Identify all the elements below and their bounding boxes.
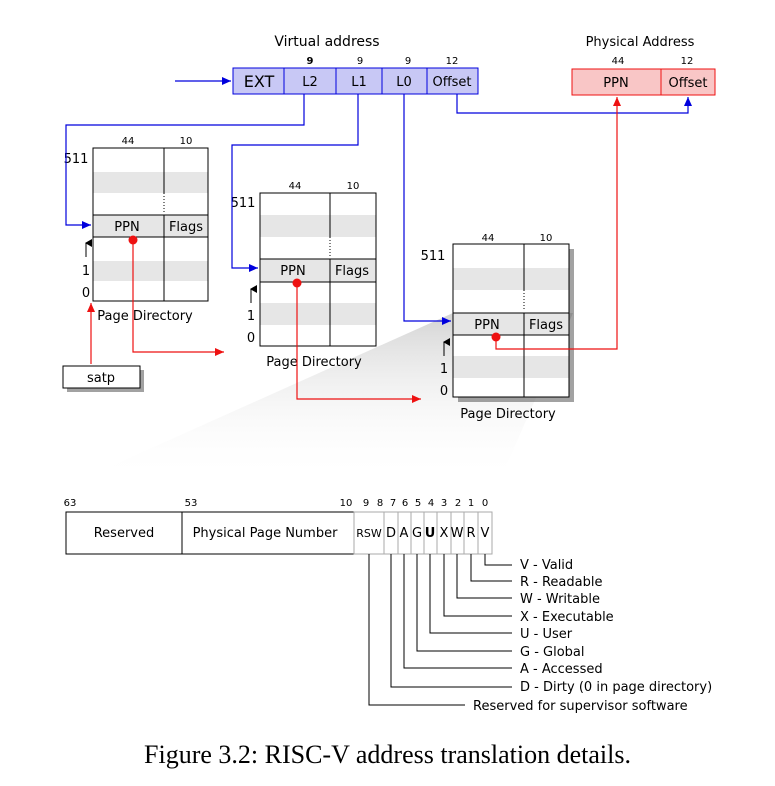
pte-field-reserved: Reserved xyxy=(94,526,155,541)
pd1-row-511: 511 xyxy=(64,152,89,167)
figure-caption: Figure 3.2: RISC-V address translation d… xyxy=(144,740,631,769)
pd3-row-1: 1 xyxy=(440,362,448,377)
pte-field-x: X xyxy=(440,526,449,541)
pd3-bits-ppn: 44 xyxy=(482,233,495,244)
pd3-ppn-dot xyxy=(491,332,501,342)
pd2-ppn-to-pd3-arrow xyxy=(296,283,421,403)
pte-field-g: G xyxy=(412,526,422,541)
satp-register: satp xyxy=(62,365,144,392)
pd1-caption: Page Directory xyxy=(97,309,193,324)
pa-field-ppn: PPN xyxy=(603,76,628,91)
satp-label: satp xyxy=(87,371,115,386)
legend-readable: R - Readable xyxy=(520,575,602,590)
pte-field-rsw: RSW xyxy=(356,527,382,540)
pd2-bits-ppn: 44 xyxy=(289,181,302,192)
svg-text:1: 1 xyxy=(468,498,474,509)
virtual-address-title: Virtual address xyxy=(274,34,379,50)
svg-text:4: 4 xyxy=(428,498,434,509)
pd3-flags-label: Flags xyxy=(529,318,563,333)
pd3-ppn-label: PPN xyxy=(474,318,499,333)
legend-rsw: Reserved for supervisor software xyxy=(473,699,688,714)
va-field-l1: L1 xyxy=(351,75,367,90)
offset-copy-arrow xyxy=(456,94,692,114)
pd1-flags-label: Flags xyxy=(169,220,203,235)
pa-field-offset: Offset xyxy=(668,76,707,91)
pd2-ppn-label: PPN xyxy=(280,264,305,279)
pd2-flags-label: Flags xyxy=(335,264,369,279)
pd1-bits-ppn: 44 xyxy=(122,136,135,147)
va-bits-l0: 9 xyxy=(405,56,411,67)
pd2-bits-flags: 10 xyxy=(347,181,360,192)
page-directory-3: 44 10 PPN Flags 511 1 0 Page Directory xyxy=(421,233,574,422)
pd1-row-0: 0 xyxy=(82,286,90,301)
pd1-ppn-to-pd2-arrow xyxy=(132,240,224,356)
pte-field-ppn: Physical Page Number xyxy=(193,526,338,541)
pa-bits-offset: 12 xyxy=(681,56,694,67)
pd3-bits-flags: 10 xyxy=(540,233,553,244)
va-field-l2: L2 xyxy=(302,75,318,90)
va-bits-offset: 12 xyxy=(446,56,459,67)
pd2-row-1: 1 xyxy=(247,309,255,324)
va-bits-l2: 9 xyxy=(307,56,314,67)
pd3-ppn-to-pa-arrow xyxy=(495,97,621,350)
virtual-address-register: EXT L2 L1 L0 Offset xyxy=(232,67,479,95)
pte-bit-numbers: 63 53 10 9 8 7 6 5 4 3 2 1 0 xyxy=(64,498,489,509)
svg-text:10: 10 xyxy=(340,498,353,509)
va-field-ext: EXT xyxy=(244,72,275,91)
pte-field-w: W xyxy=(451,526,464,541)
pd3-caption: Page Directory xyxy=(460,407,556,422)
l2-index-arrow xyxy=(65,94,305,229)
svg-text:63: 63 xyxy=(64,498,77,509)
svg-text:3: 3 xyxy=(441,498,447,509)
svg-text:6: 6 xyxy=(402,498,408,509)
svg-text:8: 8 xyxy=(377,498,383,509)
physical-address-title: Physical Address xyxy=(586,35,695,50)
svg-text:5: 5 xyxy=(415,498,421,509)
pte-field-u: U xyxy=(425,526,436,541)
pte-legend: V - Valid R - Readable W - Writable X - … xyxy=(473,558,712,714)
pd3-row-0: 0 xyxy=(440,384,448,399)
pte-field-v: V xyxy=(481,526,490,541)
legend-accessed: A - Accessed xyxy=(520,662,603,677)
virtual-address-bits: 9 9 9 12 xyxy=(307,56,459,67)
pte-field-d: D xyxy=(386,526,396,541)
page-directory-2: 44 10 PPN Flags 511 1 0 Page Directory xyxy=(231,181,377,370)
pd1-ppn-dot xyxy=(128,235,138,245)
pa-bits-ppn: 44 xyxy=(612,56,625,67)
svg-text:9: 9 xyxy=(363,498,369,509)
svg-text:53: 53 xyxy=(185,498,198,509)
legend-dirty: D - Dirty (0 in page directory) xyxy=(520,680,712,695)
pd2-ppn-dot xyxy=(292,278,302,288)
legend-user: U - User xyxy=(520,627,573,642)
zoom-fan xyxy=(80,313,573,480)
svg-text:0: 0 xyxy=(482,498,488,509)
pd1-row-1: 1 xyxy=(82,264,90,279)
pte-field-r: R xyxy=(466,526,475,541)
physical-address-register: PPN Offset xyxy=(571,68,716,96)
svg-text:7: 7 xyxy=(390,498,396,509)
pd1-ppn-label: PPN xyxy=(114,220,139,235)
svg-text:2: 2 xyxy=(455,498,461,509)
va-bits-l1: 9 xyxy=(357,56,363,67)
legend-valid: V - Valid xyxy=(520,558,573,573)
legend-writable: W - Writable xyxy=(520,592,600,607)
va-field-offset: Offset xyxy=(432,75,471,90)
pte-fields: Reserved Physical Page Number RSW D A G … xyxy=(65,511,493,555)
pd1-bits-flags: 10 xyxy=(180,136,193,147)
pd2-row-511: 511 xyxy=(231,196,256,211)
va-field-l0: L0 xyxy=(396,75,412,90)
page-directory-1: 44 10 PPN Flags 511 1 0 Page Directory xyxy=(64,136,209,324)
pd2-caption: Page Directory xyxy=(266,355,362,370)
legend-global: G - Global xyxy=(520,645,585,660)
pd3-row-511: 511 xyxy=(421,249,446,264)
pte-legend-leaders xyxy=(368,554,512,706)
pd2-row-0: 0 xyxy=(247,331,255,346)
legend-executable: X - Executable xyxy=(520,610,614,625)
l1-index-arrow xyxy=(231,94,359,272)
l0-index-arrow xyxy=(403,94,451,325)
pte-field-a: A xyxy=(400,526,409,541)
